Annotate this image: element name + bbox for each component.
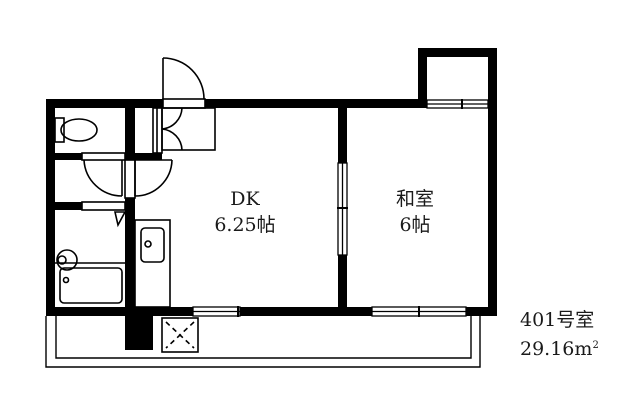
- walls: [46, 48, 497, 350]
- room-name-washitsu: 和室: [395, 188, 434, 210]
- room-name-dk: DK: [230, 188, 260, 210]
- unit-info: 401号室 29.16m2: [520, 307, 599, 362]
- room-size-washitsu: 6帖: [399, 214, 431, 236]
- unit-area-sup: 2: [592, 340, 599, 351]
- balcony: [45, 316, 481, 368]
- unit-number: 401号室: [520, 309, 595, 331]
- unit-area-unit: m: [574, 338, 593, 360]
- fixtures: [54, 57, 216, 353]
- room-label-dk: DK 6.25帖: [200, 186, 290, 238]
- unit-area-value: 29.16: [520, 338, 575, 360]
- unit-area: 29.16m2: [520, 333, 599, 362]
- room-size-dk: 6.25帖: [214, 214, 276, 236]
- windows: [192, 99, 489, 317]
- room-label-washitsu: 和室 6帖: [375, 186, 455, 238]
